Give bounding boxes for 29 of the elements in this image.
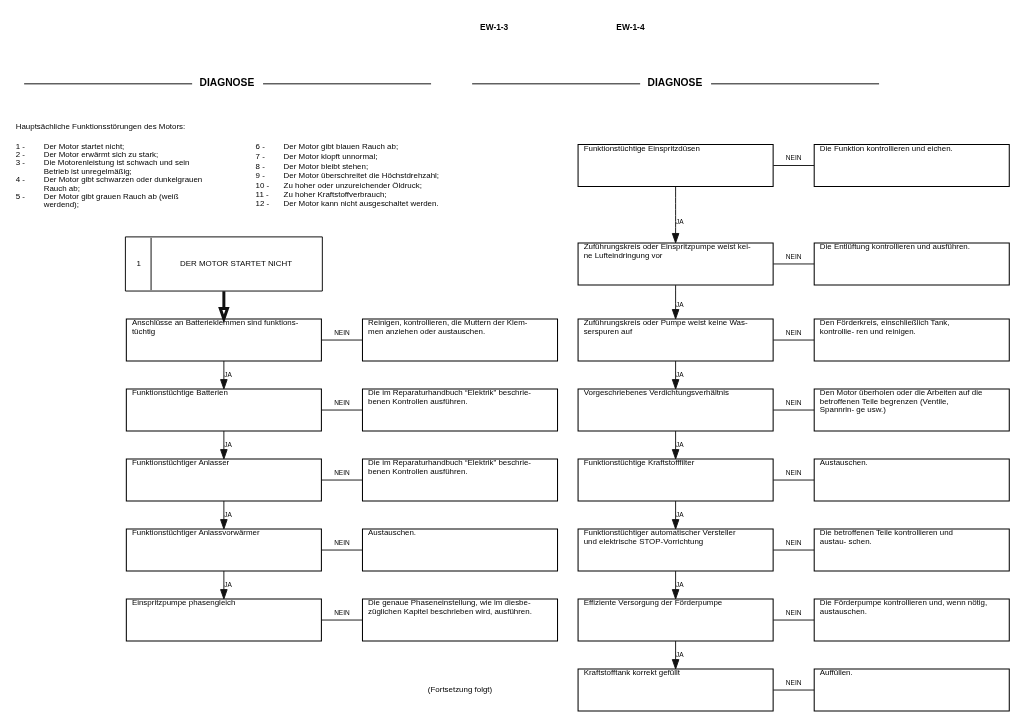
connector [772,339,815,341]
connector [772,479,815,481]
arrow [671,186,679,244]
arrow [671,500,679,530]
label: DIAGNOSE [647,76,702,88]
arrow [671,430,679,460]
label: EW-1-4 [615,21,645,32]
arrow [671,640,679,670]
connector [320,409,363,411]
arrow [219,360,228,390]
arrow [219,500,228,530]
connector [320,549,363,551]
arrow [671,360,679,390]
label: EW-1-3 [479,21,508,32]
connector [772,689,815,691]
connector [320,479,363,481]
connector [772,549,815,551]
connector [320,339,363,341]
arrow [671,284,679,320]
arrow [217,291,230,324]
connector [772,165,815,166]
arrow [219,430,228,460]
label: DIAGNOSE [199,76,254,88]
arrow [219,570,228,600]
arrow [671,570,679,600]
connector [772,263,815,265]
connector [320,619,363,621]
connector [772,409,815,411]
connector [772,619,815,621]
